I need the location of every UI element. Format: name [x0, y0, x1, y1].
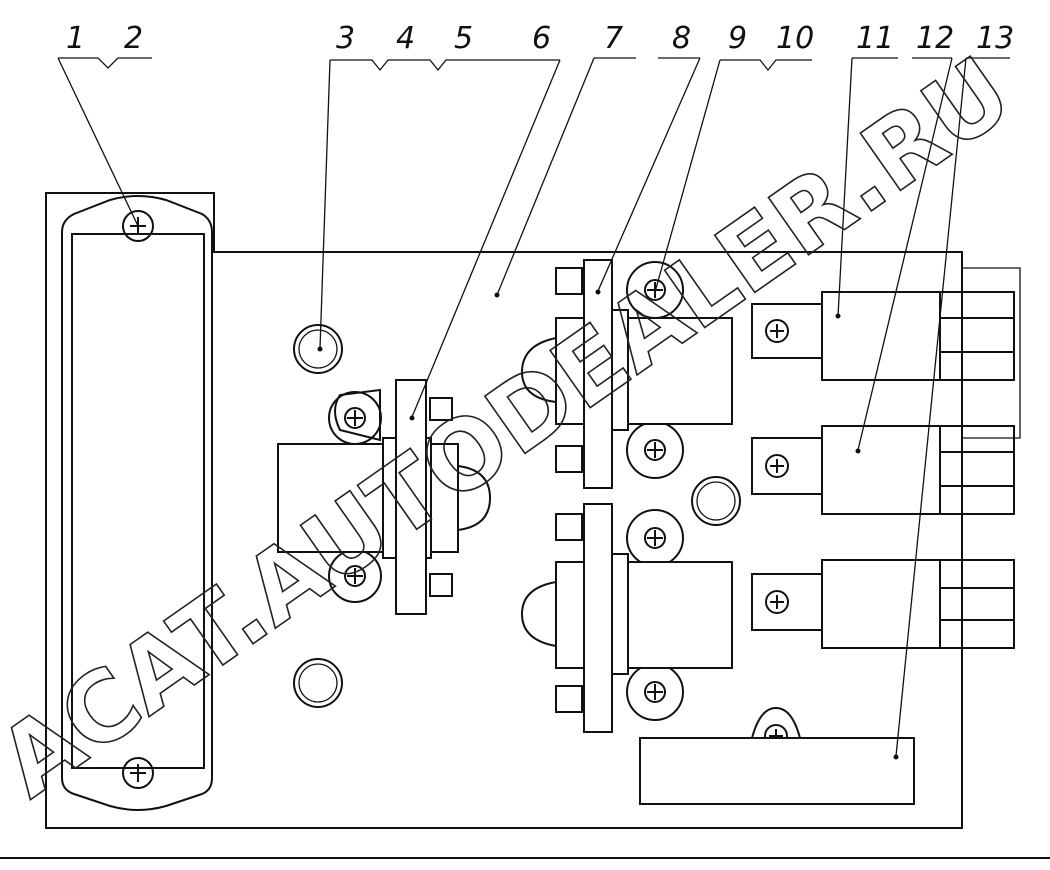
callout-8: 8: [672, 21, 691, 56]
switch-upper: [520, 259, 733, 489]
grommet-middle: [691, 476, 741, 526]
callout-11: 11: [856, 21, 894, 56]
plate-edge-bracket: [962, 267, 1021, 439]
leader-lines: [57, 57, 1010, 757]
relay-top: [751, 291, 1015, 381]
callout-13: 13: [976, 21, 1014, 56]
callout-7: 7: [604, 21, 623, 56]
callout-6: 6: [532, 21, 551, 56]
mounting-plate: [45, 192, 963, 829]
cover-screw-bottom: [122, 757, 154, 789]
relay-bottom: [751, 559, 1015, 649]
watermark: ACAT.AUTODEALER.RU: [0, 36, 1031, 819]
relay-middle: [751, 425, 1015, 515]
callout-labels: 1 2 3 4 5 6 7 8 9 10 11 12 13: [66, 21, 1014, 56]
callout-3: 3: [336, 21, 355, 56]
grommet-bottom: [293, 658, 343, 708]
fuse-block: [639, 706, 915, 805]
switch-lower: [520, 503, 733, 733]
callout-4: 4: [396, 21, 415, 56]
cover-plate: [61, 195, 213, 811]
callout-1: 1: [66, 21, 85, 56]
callout-9: 9: [728, 21, 747, 56]
callout-5: 5: [454, 21, 473, 56]
callout-10: 10: [776, 21, 814, 56]
callout-12: 12: [916, 21, 954, 56]
grommet-top: [293, 324, 343, 374]
callout-dots: [317, 289, 899, 760]
switch-left: [277, 379, 492, 615]
callout-2: 2: [124, 21, 143, 56]
